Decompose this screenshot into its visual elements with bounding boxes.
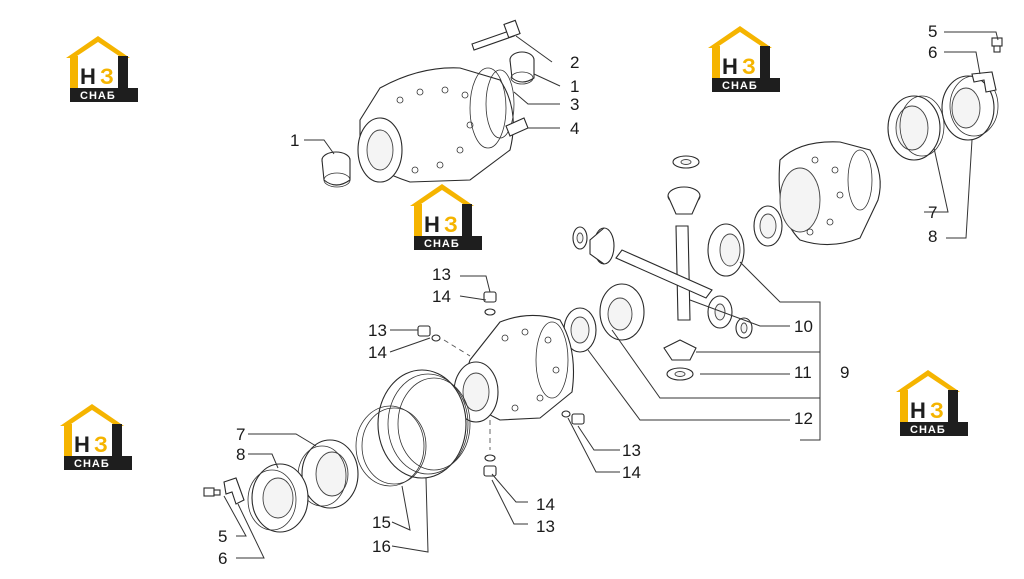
svg-text:Н: Н [80,64,96,89]
cross-shaft [615,225,713,321]
svg-text:З: З [444,212,458,237]
lock-plate-lower-left [223,477,245,505]
callout-7: 7 [236,425,245,444]
logo-right: Н З СНАБ [896,370,968,436]
differential-case-right [778,141,881,246]
callout-9: 9 [840,363,849,382]
svg-text:СНАБ: СНАБ [424,238,460,250]
bearing-lower-left [297,439,359,509]
svg-text:Н: Н [74,432,90,457]
callout-5: 5 [928,22,937,41]
logo-top-left: Н З СНАБ [66,36,138,102]
svg-text:З: З [100,64,114,89]
pinion-gear-bottom [663,339,697,361]
callout-11: 11 [794,363,812,382]
o-ring-lower [355,405,427,487]
thrust-washer-right [753,205,783,247]
screw-lower-left [203,487,221,497]
callout-8: 8 [236,445,245,464]
callout-6: 6 [928,43,937,62]
side-gear-left [599,283,645,341]
bushing-top-right [509,51,535,85]
svg-text:Н: Н [910,398,926,423]
pinion-gear-top [667,186,701,215]
svg-text:Н: Н [424,212,440,237]
svg-text:Н: Н [722,54,738,79]
callout-14: 14 [622,463,641,482]
callout-12: 12 [794,409,813,428]
callout-14: 14 [432,287,451,306]
svg-text:СНАБ: СНАБ [74,458,110,470]
svg-text:СНАБ: СНАБ [722,80,758,92]
lock-plate-top-right [971,71,997,93]
bushing-top-left [321,151,351,188]
callout-13: 13 [622,441,641,460]
thrust-washer-bottom [666,367,694,381]
callout-8: 8 [928,227,937,246]
differential-case-left [453,314,575,423]
housing-assembly-top [357,67,515,183]
side-gear-right [707,223,745,277]
bolt-top [471,19,521,51]
callout-labels: 2 1 3 4 1 5 6 7 8 10 11 9 12 13 14 13 14… [218,22,937,568]
adjuster-ring-top-right [941,75,999,141]
leader-lines [223,31,999,559]
svg-text:З: З [742,54,756,79]
callout-15: 15 [372,513,391,532]
callout-4: 4 [570,119,579,138]
callout-3: 3 [570,95,579,114]
screw-top-right [991,37,1003,53]
callout-2: 2 [570,53,579,72]
logo-center: Н З СНАБ [410,184,482,250]
svg-text:З: З [930,398,944,423]
adjuster-ring-lower-left [247,463,309,533]
thrust-washer-left [572,226,588,250]
logo-top-center-right: Н З СНАБ [708,26,780,92]
callout-14: 14 [368,343,387,362]
logo-bottom-left: Н З СНАБ [60,404,132,470]
callout-6: 6 [218,549,227,568]
bushings-lower [417,291,585,477]
shim-left [563,307,597,353]
thrust-washer-top [672,155,700,169]
svg-text:СНАБ: СНАБ [910,424,946,436]
callout-10: 10 [794,317,813,336]
callout-13: 13 [432,265,451,284]
pinion-gear-left [589,227,615,265]
thrust-washer-right-small [735,317,753,339]
callout-16: 16 [372,537,391,556]
callout-5: 5 [218,527,227,546]
svg-text:СНАБ: СНАБ [80,90,116,102]
callout-13: 13 [368,321,387,340]
pinion-gear-right-small [707,295,733,329]
callout-13: 13 [536,517,555,536]
callout-1: 1 [570,77,579,96]
callout-1: 1 [290,131,299,150]
seal-ring-large [377,369,471,479]
callout-7: 7 [928,203,937,222]
svg-text:З: З [94,432,108,457]
bearing-top-right [887,95,945,161]
callout-14: 14 [536,495,555,514]
